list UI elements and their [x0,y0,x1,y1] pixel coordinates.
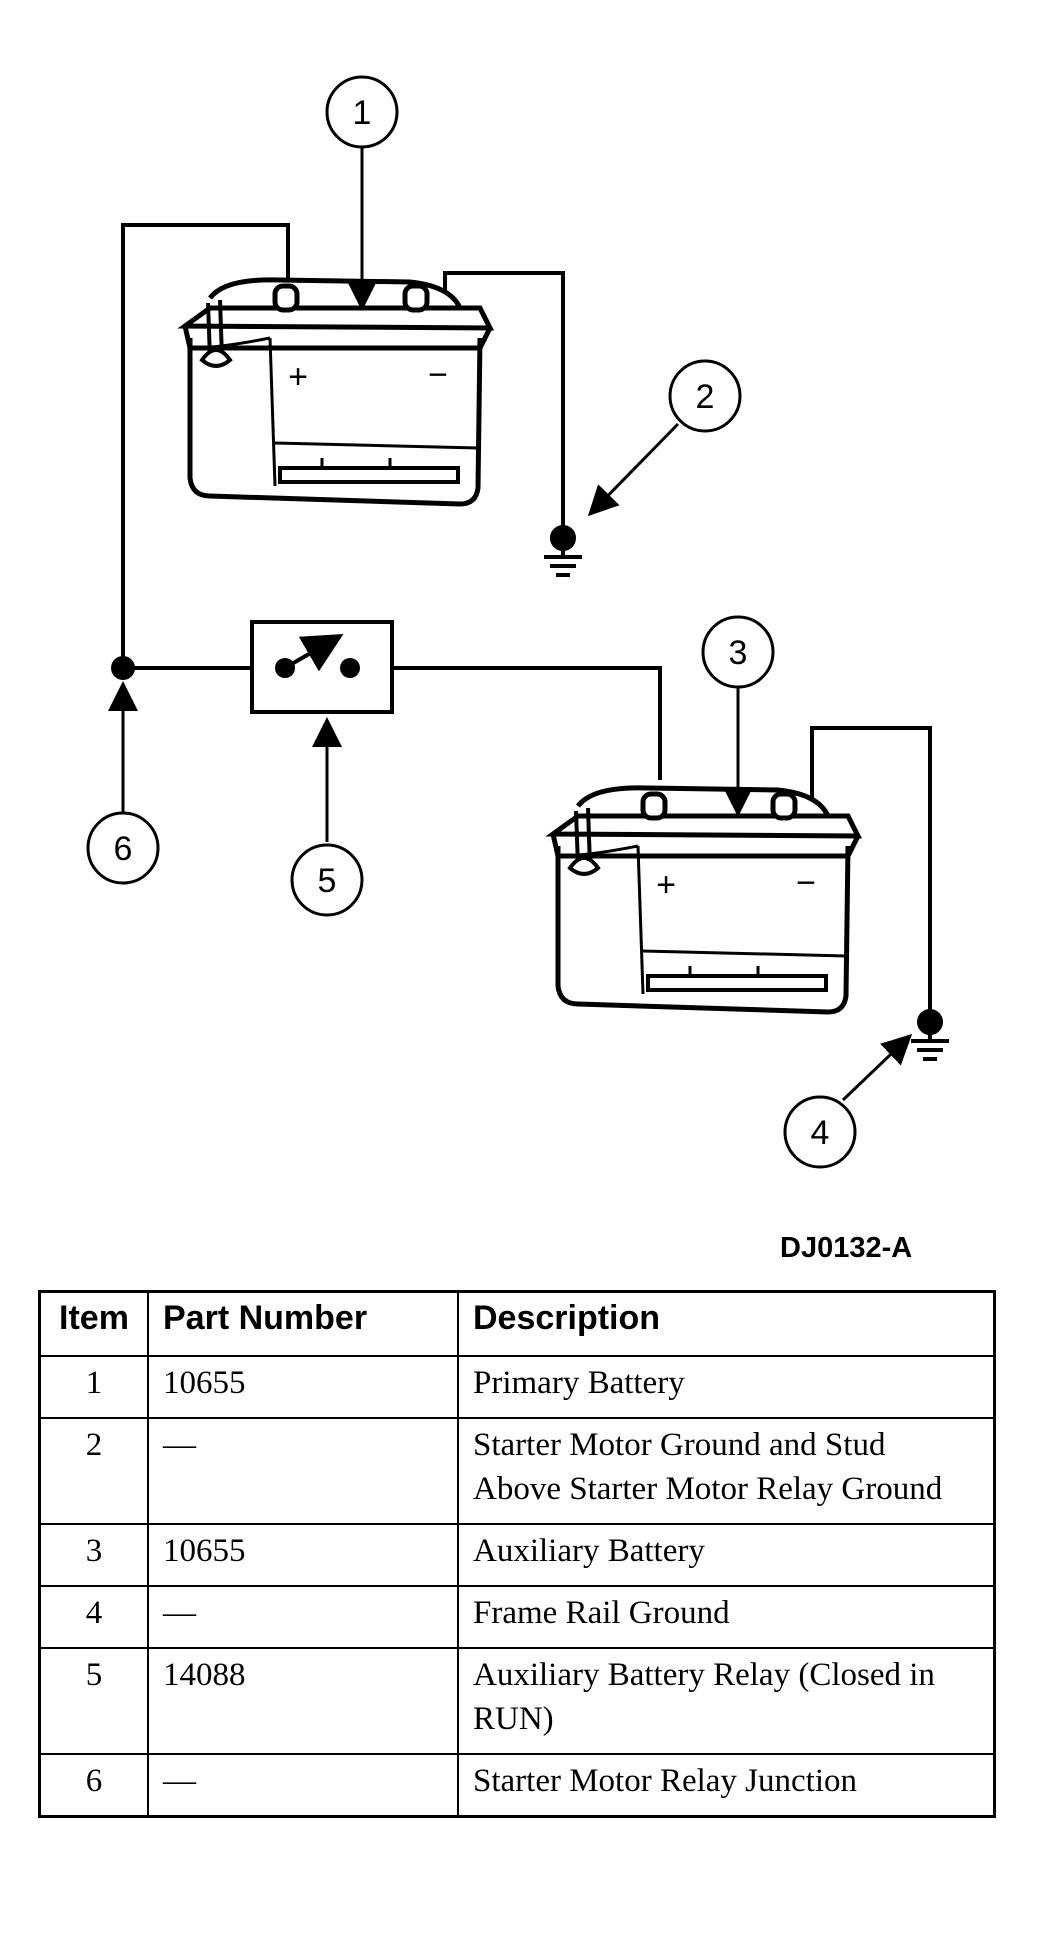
table-row: 3 10655 Auxiliary Battery [38,1523,996,1587]
table-header-row: Item Part Number Description [38,1290,996,1357]
auxiliary-battery-icon: + − [553,788,858,1012]
callout-6: 6 [86,811,160,885]
table-row: 1 10655 Primary Battery [38,1355,996,1419]
primary-battery-positive: + [288,358,308,396]
callout-leaders [108,148,913,1102]
svg-text:6: 6 [114,830,133,868]
parts-table: Item Part Number Description 1 10655 Pri… [38,1290,996,1818]
cell-item: 2 [38,1417,149,1525]
cell-part-number: — [147,1417,459,1525]
cell-description: Starter Motor Relay Junction [457,1753,996,1818]
auxiliary-battery-positive: + [656,866,676,904]
table-row: 5 14088 Auxiliary Battery Relay (Closed … [38,1647,996,1755]
cell-description: Primary Battery [457,1355,996,1419]
cell-description: Auxiliary Battery [457,1523,996,1587]
cell-item: 6 [38,1753,149,1818]
callout-5: 5 [290,843,364,917]
svg-text:5: 5 [318,862,337,900]
svg-text:2: 2 [696,378,715,416]
cell-item: 1 [38,1355,149,1419]
cell-item: 4 [38,1585,149,1649]
svg-text:4: 4 [811,1114,830,1152]
cell-part-number: 10655 [147,1355,459,1419]
ground-symbol-icon [544,525,582,577]
table-row: 2 — Starter Motor Ground and Stud Above … [38,1417,996,1525]
cell-description: Starter Motor Ground and Stud Above Star… [457,1417,996,1525]
callout-3: 3 [701,615,775,689]
column-header-item: Item [38,1290,149,1357]
cell-part-number: — [147,1585,459,1649]
table-row: 6 — Starter Motor Relay Junction [38,1753,996,1818]
column-header-part-number: Part Number [147,1290,459,1357]
callout-2: 2 [668,359,742,433]
figure-id: DJ0132-A [780,1232,913,1264]
relay-switch-icon [250,620,394,714]
wires [121,223,932,1020]
cell-description: Auxiliary Battery Relay (Closed in RUN) [457,1647,996,1755]
svg-text:3: 3 [729,634,748,672]
callout-1: 1 [325,75,399,149]
cell-item: 5 [38,1647,149,1755]
cell-part-number: — [147,1753,459,1818]
column-header-description: Description [457,1290,996,1357]
wiring-diagram: + − + − [86,75,949,1169]
table-row: 4 — Frame Rail Ground [38,1585,996,1649]
ground-symbol-icon [911,1009,949,1061]
primary-battery-negative: − [428,356,448,394]
callout-4: 4 [783,1095,857,1169]
auxiliary-battery-negative: − [796,864,816,902]
cell-part-number: 14088 [147,1647,459,1755]
svg-text:1: 1 [353,94,372,132]
cell-item: 3 [38,1523,149,1587]
primary-battery-icon: + − [185,280,490,504]
junction-dot-icon [111,656,135,680]
cell-description: Frame Rail Ground [457,1585,996,1649]
cell-part-number: 10655 [147,1523,459,1587]
